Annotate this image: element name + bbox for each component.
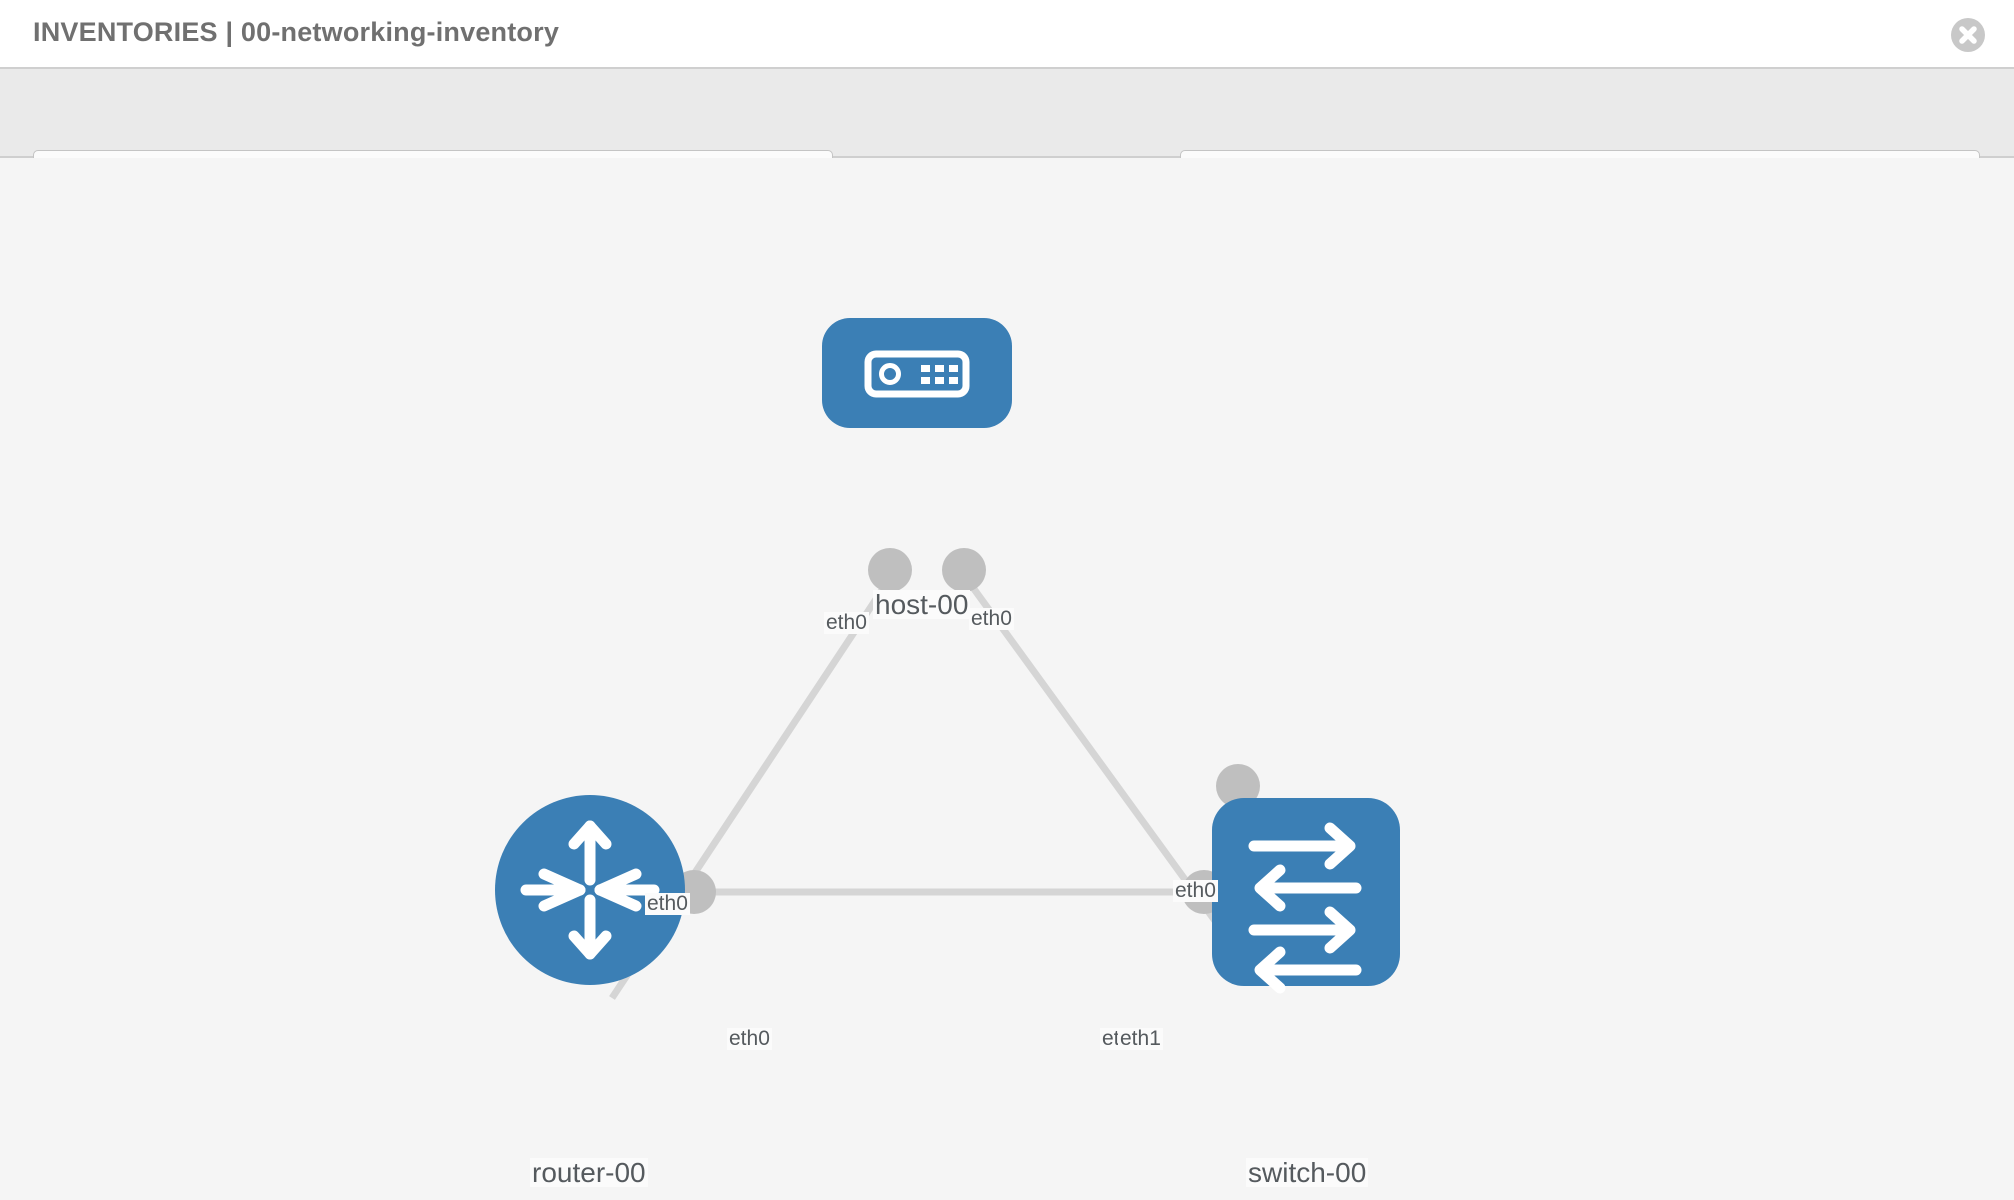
interface-label-host-left: eth0	[824, 611, 869, 635]
close-icon[interactable]	[1951, 18, 1985, 52]
interface-label-host-right: eth0	[969, 607, 1014, 631]
interface-label-router-up: eth0	[645, 892, 690, 916]
topology-links	[609, 575, 1245, 1000]
interface-label-switch-up: eth0	[1173, 879, 1218, 903]
node-label-switch-00: switch-00	[1246, 1157, 1369, 1188]
node-host-00[interactable]	[822, 318, 1012, 428]
server-icon	[864, 350, 970, 398]
node-label-host-00: host-00	[873, 589, 971, 620]
connector-host-right	[942, 548, 986, 592]
router-icon	[520, 820, 660, 960]
node-router-00[interactable]	[495, 795, 685, 985]
connector-switch-up	[1216, 764, 1260, 808]
app-header: INVENTORIES | 00-networking-inventory	[0, 0, 2014, 69]
interface-label-router-right: eth0	[727, 1027, 772, 1051]
interface-label-switch-left-eth1: eth1	[1118, 1027, 1163, 1051]
node-label-router-00: router-00	[530, 1157, 648, 1188]
connector-host-left	[868, 548, 912, 592]
switch-icon	[1248, 822, 1362, 994]
toolbar: ACTIONS SEARCH	[0, 69, 2014, 202]
page-title: INVENTORIES | 00-networking-inventory	[33, 17, 560, 47]
node-switch-00[interactable]	[1212, 798, 1400, 994]
topology-canvas[interactable]: eth0 eth0 eth0 eth0 eth0 eth0 eth1 host-…	[0, 158, 2014, 1200]
